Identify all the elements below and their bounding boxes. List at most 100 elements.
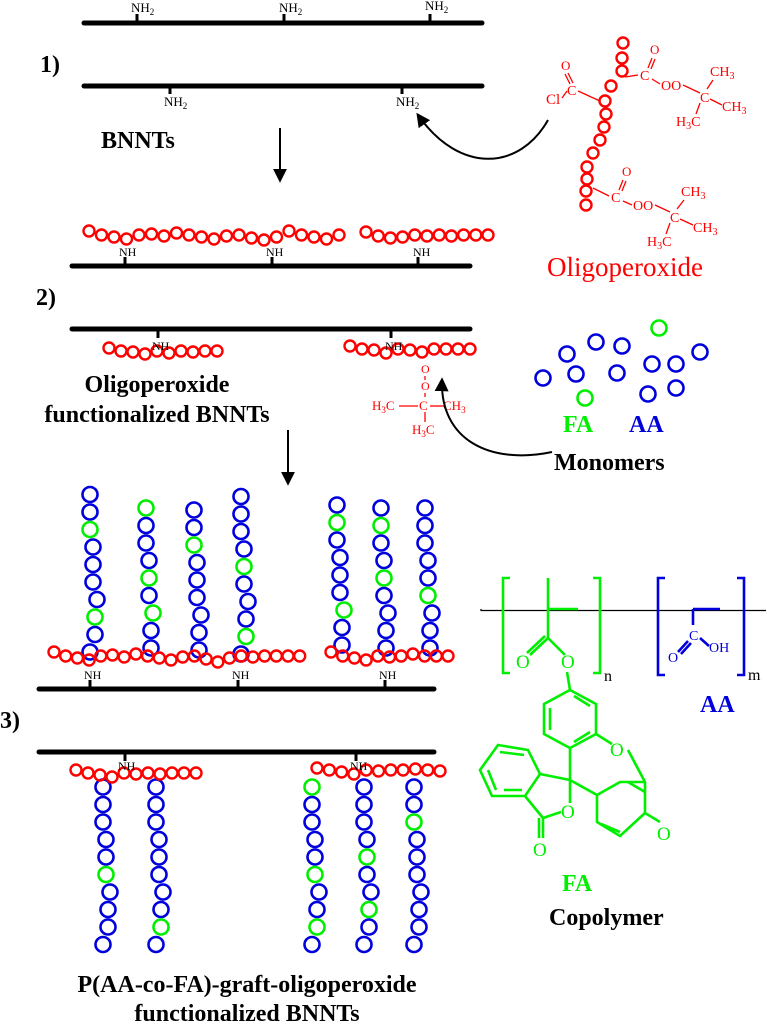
oligoperoxide-bead [371,764,386,778]
svg-text:O: O [516,652,530,673]
oligoperoxide-bead [597,120,611,134]
aa-monomer-bead [88,590,106,609]
aa-monomer-bead [150,848,168,866]
aa-monomer-bead [358,830,376,849]
aa-monomer-bead [94,813,112,831]
oligoperoxide-bead [433,764,447,778]
oligoperoxide-bead [282,224,296,238]
chlorine-atom: Cl [546,92,560,108]
oligoperoxide-bead [257,233,271,247]
svg-text:NH2: NH2 [279,0,302,17]
aa-monomer-bead [416,534,434,552]
aa-monomer-bead [147,778,165,796]
oligoperoxide-bead [177,766,191,780]
aa-monomer-bead [94,795,112,814]
svg-text:NH: NH [152,339,170,353]
fa-monomer-bead [237,627,255,646]
oligoperoxide-bead [579,198,593,212]
oligoperoxide-bead [444,229,459,243]
aa-monomer-bead [608,364,626,382]
oligoperoxide-bead [69,763,83,777]
oligoperoxide-bead [456,228,471,242]
aa-monomer-bead [405,778,423,796]
oligoperoxide-bead [198,344,212,358]
oligoperoxide-bead [94,228,109,242]
oligoperoxide-bead [427,342,441,356]
nh-group: NH [152,329,170,353]
aa-monomer-bead [355,778,373,796]
aa-monomer-bead [567,365,585,383]
aa-monomer-bead [667,379,685,397]
aa-monomer-bead [84,538,102,556]
aa-monomer-bead [303,795,321,814]
svg-text:NH2: NH2 [131,0,154,17]
oligoperoxide-bead [114,344,128,358]
oligoperoxide-bead [371,229,385,243]
aa-monomer-bead [190,623,208,642]
aa-monomer-bead [147,795,165,814]
oligoperoxide-bead [371,649,385,663]
nh-group: NH [385,329,403,353]
aa-monomer-bead [587,333,605,351]
aa-monomer-bead [558,345,576,363]
aa-monomer-bead [333,618,351,637]
oligoperoxide-bead [384,763,398,777]
svg-text:OH: OH [709,641,729,656]
monomers-label: Monomers [554,450,665,476]
aa-monomer-bead [232,487,250,506]
subscript-n: n [604,668,612,685]
aa-monomer-bead [86,625,104,644]
step-2-section: NH NH NH 2) NH NH O O H3C C [36,224,553,486]
oligoperoxide-bead [182,228,196,242]
oxygen-atom: O [561,58,570,73]
aa-monomer-bead [188,588,206,607]
aa-monomer-bead [235,540,253,558]
oligoperoxide-bead [144,227,159,241]
aa-monomer-bead [99,918,117,936]
oligoperoxide-bead [432,228,446,242]
oligoperoxide-bead [105,770,119,784]
oligoperoxide-bead [294,228,309,242]
fa-monomer-bead [405,813,423,831]
svg-text:H3C: H3C [647,235,671,252]
oligoperoxide-bead [162,346,176,360]
nh-group: NH [379,668,397,689]
aa-monomer-bead [185,518,203,537]
oligoperoxide-bead [150,344,164,358]
svg-text:O: O [421,379,430,393]
oligoperoxide-bead [347,767,361,781]
oligoperoxide-bead [93,768,107,782]
svg-text:NH: NH [350,759,368,773]
oligoperoxide-bead [164,653,178,667]
svg-text:C: C [670,211,679,226]
aa-monomer-bead [412,883,430,901]
nh2-group: NH2 [131,0,154,23]
oligoperoxide-bead [117,650,131,664]
oligoperoxide-bead [319,232,334,246]
aa-monomer-bead [419,569,437,587]
svg-text:NH: NH [385,339,403,353]
svg-text:C: C [640,69,649,84]
aa-monomer-bead [405,795,423,814]
aa-monomer-bead [232,522,250,541]
svg-text:CH3: CH3 [722,100,746,117]
aa-monomer-bead [142,621,160,640]
oligoperoxide-bead [403,343,417,357]
aa-monomer-bead [416,499,434,517]
aa-monomer-bead [152,900,170,919]
final-product-label-line1: P(AA-co-FA)-graft-oligoperoxide [78,972,417,998]
step-1-label: 1) [40,52,60,78]
aa-monomer-bead [379,604,397,622]
tert-butyl-peroxy-group: O O H3C C CH3 H3C [372,362,466,439]
aa-monomer-bead [362,883,380,901]
aa-monomer-bead [303,813,321,831]
oligoperoxide-bead [234,649,248,663]
oligoperoxide-bead [580,160,594,174]
fa-monomer-bead [303,778,321,796]
aa-monomer-bead [355,935,373,954]
svg-text:H3C: H3C [676,115,700,132]
oligoperoxide-bead [186,345,200,359]
oligoperoxide-bead [293,649,307,663]
fa-monomer-bead [419,586,437,605]
fa-monomer-bead [650,319,668,337]
